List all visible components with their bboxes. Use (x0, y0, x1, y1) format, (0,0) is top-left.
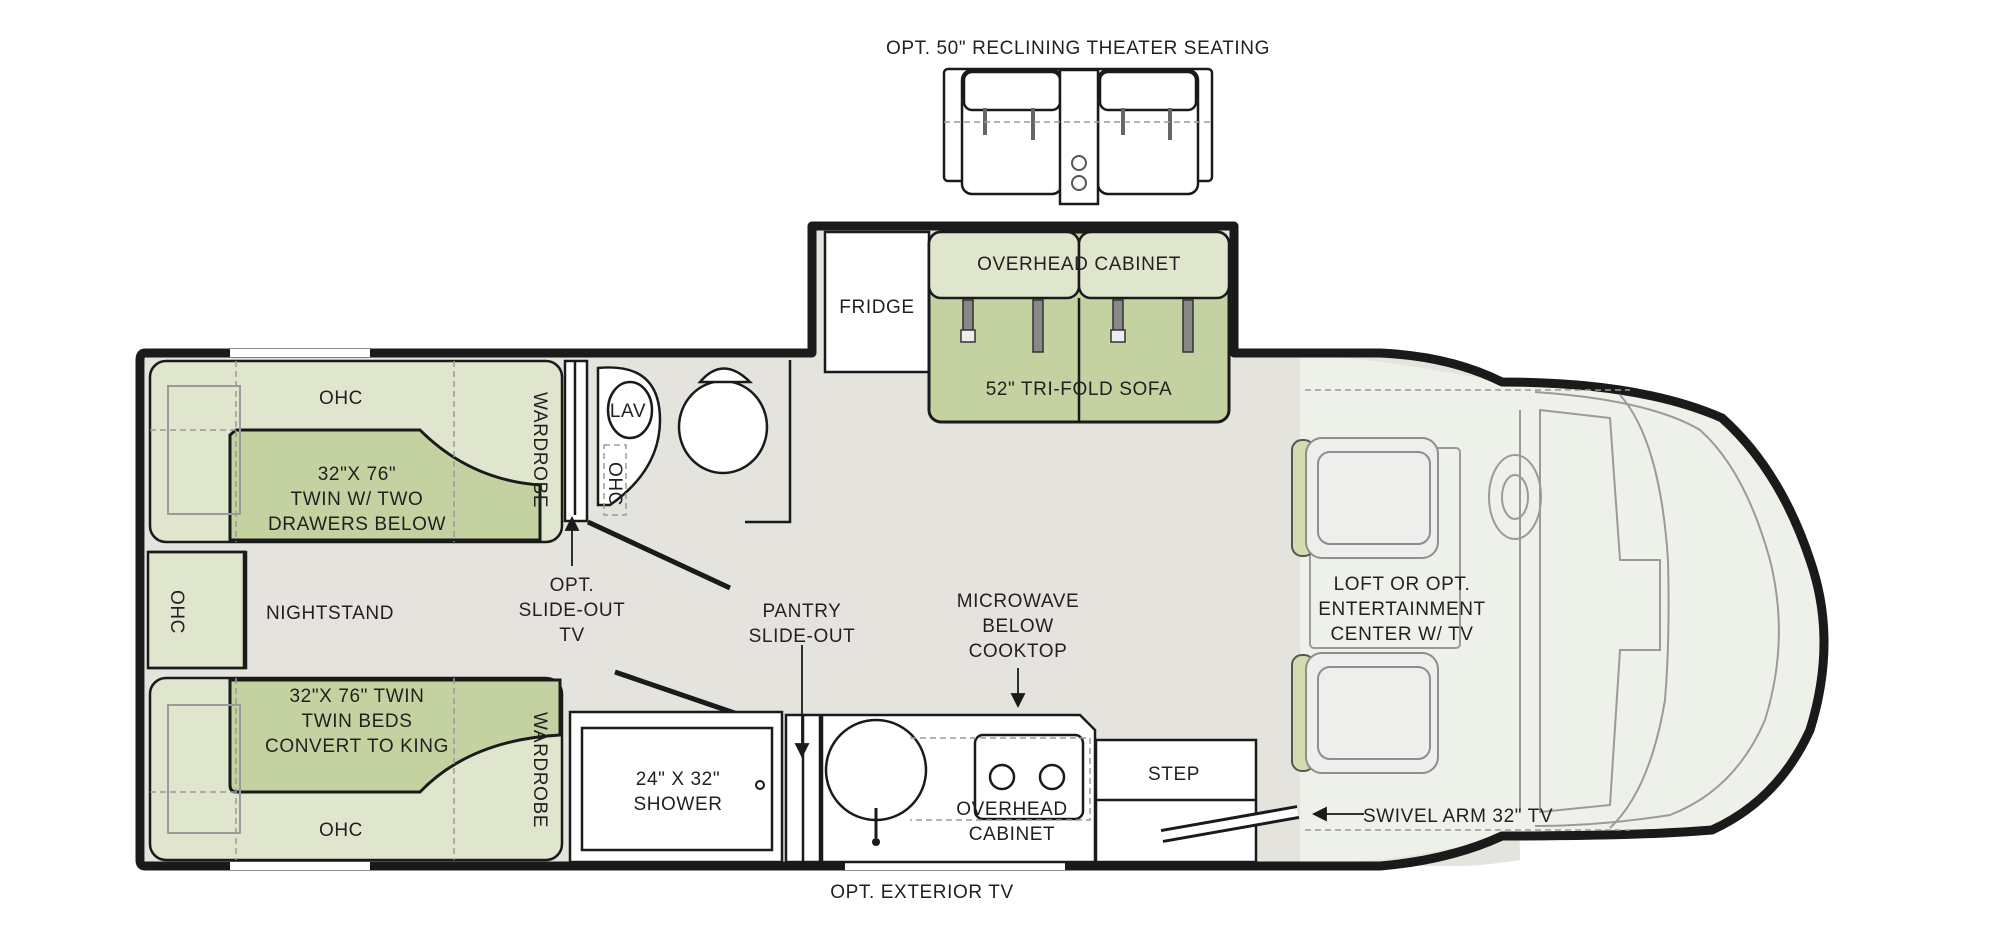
pantry-line-2: SLIDE-OUT (749, 626, 856, 647)
fridge (823, 230, 931, 374)
lav-label: LAV (610, 401, 646, 422)
bath-ohc (603, 444, 627, 516)
twin-bed-bottom-mattress (228, 678, 562, 794)
pillow (167, 704, 241, 834)
nightstand-label: NIGHTSTAND (266, 603, 394, 624)
twin-top-line-3: DRAWERS BELOW (268, 514, 446, 535)
shower-drain (755, 780, 765, 790)
shower-line-1: 24" X 32" (636, 769, 720, 790)
nightstand-ohc (146, 550, 246, 670)
twin-bed-top-mattress (228, 428, 542, 542)
step-label: STEP (1148, 764, 1200, 785)
burner (1038, 763, 1066, 791)
twin-bottom-line-2: TWIN BEDS (302, 711, 413, 732)
cooktop (973, 733, 1085, 821)
loft-line-2: ENTERTAINMENT (1318, 599, 1486, 620)
driver-seat (1291, 437, 1439, 559)
twin-top-line-1: 32"X 76" (318, 464, 397, 485)
theater-seating-label: OPT. 50" RECLINING THEATER SEATING (886, 38, 1270, 59)
wardrobe-label-top: WARDROBE (529, 392, 550, 508)
steering-hub (1501, 474, 1529, 520)
loft-line-1: LOFT OR OPT. (1334, 574, 1471, 595)
callout-arrows (564, 515, 1364, 822)
swivel-tv-label: SWIVEL ARM 32" TV (1363, 806, 1553, 827)
ohc-label-bottom: OHC (319, 820, 363, 841)
slideout-tv-line-2: SLIDE-OUT (519, 600, 626, 621)
overhead-cabinet-bottom-line-1: OVERHEAD (956, 799, 1067, 820)
microwave-line-1: MICROWAVE (957, 591, 1080, 612)
bath-door (586, 519, 732, 591)
window (845, 862, 1065, 870)
passenger-seat (1291, 652, 1439, 774)
swivel-tv-bar-fill (1161, 808, 1299, 840)
slideout-tv-line-3: TV (559, 625, 584, 646)
slideout-tv-line-1: OPT. (550, 575, 595, 596)
wardrobe-label-bottom: WARDROBE (529, 712, 550, 828)
microwave-line-2: BELOW (982, 616, 1054, 637)
sofa-seatbelts (960, 299, 1194, 353)
pillow (167, 385, 241, 515)
window (230, 349, 370, 357)
ohc-dash (910, 737, 1091, 821)
fridge-label: FRIDGE (839, 297, 914, 318)
twin-bottom-line-1: 32"X 76" TWIN (290, 686, 425, 707)
window (230, 862, 370, 870)
overhead-cabinet-top (1077, 230, 1231, 300)
exterior-wall (135, 221, 1829, 871)
faucet-base (872, 838, 880, 846)
lav-bowl (606, 380, 654, 440)
theater-seating (942, 67, 1214, 206)
bath-wall (745, 360, 792, 524)
microwave-line-3: COOKTOP (969, 641, 1068, 662)
ohc-label-bath: OHC (604, 462, 625, 506)
dashboard (1539, 408, 1661, 814)
kitchen-sink (824, 718, 928, 822)
bed-dash (150, 361, 455, 542)
shower-line-2: SHOWER (633, 794, 722, 815)
loft-line-3: CENTER W/ TV (1330, 624, 1473, 645)
sofa-label: 52" TRI-FOLD SOFA (986, 379, 1173, 400)
overhead-cabinet-label: OVERHEAD CABINET (977, 254, 1181, 275)
windshield-line (1609, 394, 1670, 829)
twin-bottom-line-3: CONVERT TO KING (265, 736, 449, 757)
bed-dash (150, 678, 455, 860)
ohc-label-top: OHC (319, 388, 363, 409)
burner (988, 763, 1016, 791)
ohc-label-nightstand: OHC (166, 590, 187, 634)
exterior-tv-label: OPT. EXTERIOR TV (830, 882, 1013, 903)
pantry-line-1: PANTRY (763, 601, 842, 622)
shower-pan (580, 726, 774, 852)
dash-outline (1534, 391, 1780, 827)
toilet (677, 367, 769, 475)
twin-top-line-2: TWIN W/ TWO (291, 489, 424, 510)
steering-wheel (1488, 454, 1542, 540)
nightstand-outline (148, 550, 248, 670)
overhead-cabinet-bottom-line-2: CABINET (969, 824, 1056, 845)
